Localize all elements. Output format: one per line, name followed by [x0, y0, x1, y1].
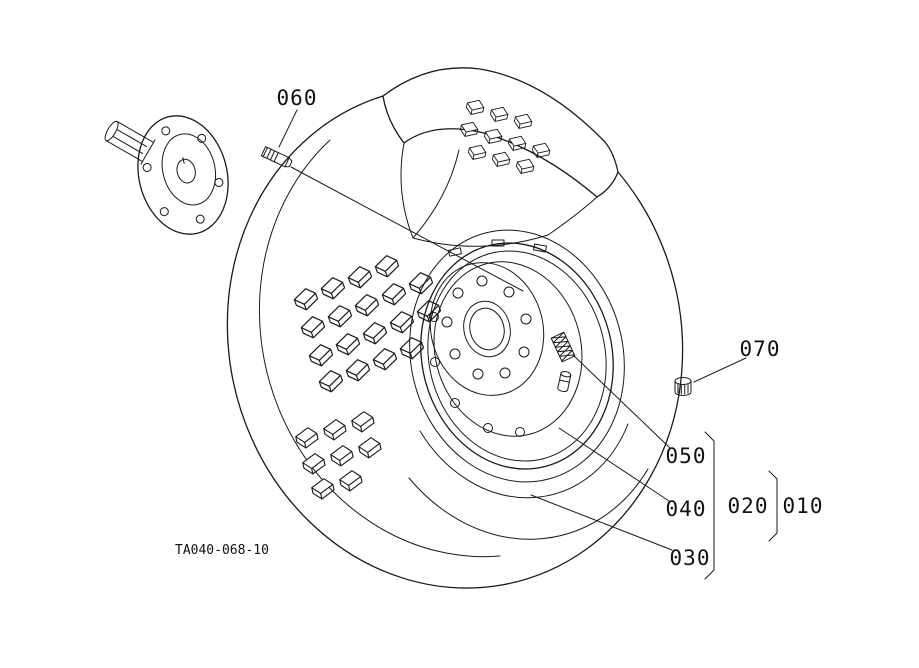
leader-030 — [530, 494, 673, 551]
tread-lug — [352, 291, 382, 320]
axle-hub — [104, 115, 229, 235]
leader-070 — [693, 357, 747, 383]
tread-lug — [309, 476, 336, 502]
tread-lug — [356, 435, 383, 461]
tread-lug — [514, 156, 536, 177]
rim-stud-holes — [441, 275, 532, 380]
tread-lug — [466, 142, 488, 163]
tread-lug — [506, 133, 528, 154]
tread-lug — [321, 417, 348, 443]
tread-lug — [333, 330, 363, 359]
valve-seat — [550, 331, 576, 363]
tread-lug — [318, 274, 348, 303]
tread-lug — [530, 140, 552, 161]
tread-lug — [316, 367, 346, 396]
tread-pattern — [291, 97, 552, 502]
tread-lug — [406, 269, 436, 298]
tread-lug — [482, 126, 504, 147]
tread-lug — [325, 302, 355, 331]
tread-lug — [300, 451, 327, 477]
wheel-rim — [409, 229, 625, 483]
leader-060-a — [278, 109, 298, 148]
tread-lug — [337, 468, 364, 494]
part-label-060: 060 — [277, 86, 318, 110]
bracket-010 — [768, 470, 778, 542]
tread-lug — [372, 252, 402, 281]
leader-040 — [558, 427, 670, 502]
tread-lug — [345, 263, 375, 292]
tread-lug — [370, 345, 400, 374]
part-label-030: 030 — [670, 546, 711, 570]
tire-outline — [226, 95, 684, 589]
tread-lug — [328, 443, 355, 469]
tread-lug — [293, 425, 320, 451]
tread-lug — [291, 285, 321, 314]
rim-tabs — [448, 239, 547, 257]
valve-cap — [674, 377, 692, 396]
tread-lug — [360, 319, 390, 348]
tread-lug — [343, 356, 373, 385]
leader-050 — [572, 354, 671, 449]
tread-lug — [488, 104, 510, 125]
part-label-070: 070 — [740, 337, 781, 361]
wheel-stud — [260, 146, 293, 168]
tread-lug — [306, 341, 336, 370]
tire-top-crescent — [382, 67, 619, 247]
tread-lug — [490, 149, 512, 170]
tread-lug — [298, 313, 328, 342]
part-label-050: 050 — [666, 444, 707, 468]
axle-shaft — [104, 120, 156, 165]
tread-lug — [464, 97, 486, 118]
part-label-020: 020 — [728, 494, 769, 518]
leader-060-b — [290, 166, 524, 292]
rim-vent-holes — [429, 312, 525, 437]
tread-lug — [349, 409, 376, 435]
group-brackets — [704, 431, 778, 580]
tread-lug — [512, 111, 534, 132]
bracket-020 — [704, 431, 715, 580]
drawing-code: TA040-068-10 — [175, 543, 269, 558]
part-label-010: 010 — [783, 494, 824, 518]
leader-lines — [278, 109, 747, 551]
tread-lug — [379, 280, 409, 309]
valve-stem — [557, 371, 572, 393]
part-label-040: 040 — [666, 497, 707, 521]
